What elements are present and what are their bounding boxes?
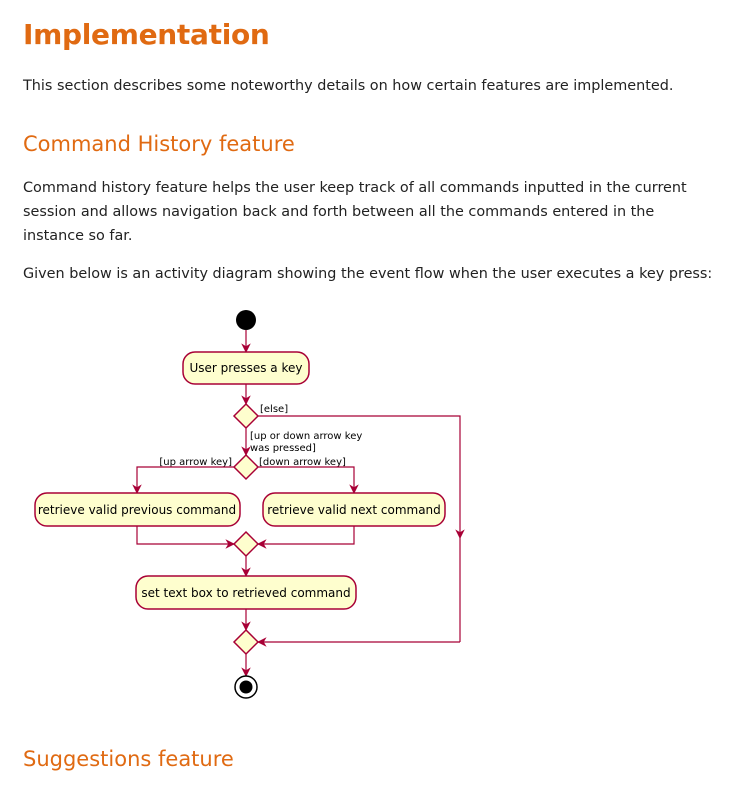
flow-up-branch bbox=[132, 466, 234, 494]
end-node-inner bbox=[239, 680, 253, 694]
flow-arrow bbox=[257, 526, 355, 549]
merge-diamond bbox=[232, 530, 260, 558]
guard-down-arrow: [down arrow key] bbox=[259, 457, 346, 468]
guard-else: [else] bbox=[260, 404, 288, 415]
activity-label: set text box to retrieved command bbox=[141, 586, 350, 600]
merge-diamond bbox=[232, 628, 260, 656]
flow-arrow bbox=[136, 526, 235, 549]
guard-up-arrow: [up arrow key] bbox=[159, 457, 232, 468]
guard-arrow-key-2: was pressed] bbox=[250, 443, 316, 454]
page-title: Implementation bbox=[23, 18, 270, 51]
decision-diamond bbox=[232, 402, 260, 430]
flow-down-branch bbox=[258, 466, 359, 494]
section-heading-suggestions: Suggestions feature bbox=[23, 747, 234, 771]
intro-paragraph: This section describes some noteworthy d… bbox=[23, 78, 674, 94]
activity-diagram-caption: Given below is an activity diagram showi… bbox=[23, 266, 713, 282]
start-node bbox=[236, 310, 256, 330]
flow-else-branch bbox=[258, 415, 465, 539]
decision-diamond bbox=[232, 453, 260, 481]
section-heading-command-history: Command History feature bbox=[23, 132, 295, 156]
activity-label: retrieve valid next command bbox=[267, 503, 441, 517]
activity-diagram: User presses a key [else] [up or down ar… bbox=[34, 310, 465, 699]
activity-label: User presses a key bbox=[190, 361, 303, 375]
guard-arrow-key-1: [up or down arrow key bbox=[250, 431, 362, 442]
command-history-description: Command history feature helps the user k… bbox=[23, 180, 687, 244]
activity-label: retrieve valid previous command bbox=[38, 503, 236, 517]
